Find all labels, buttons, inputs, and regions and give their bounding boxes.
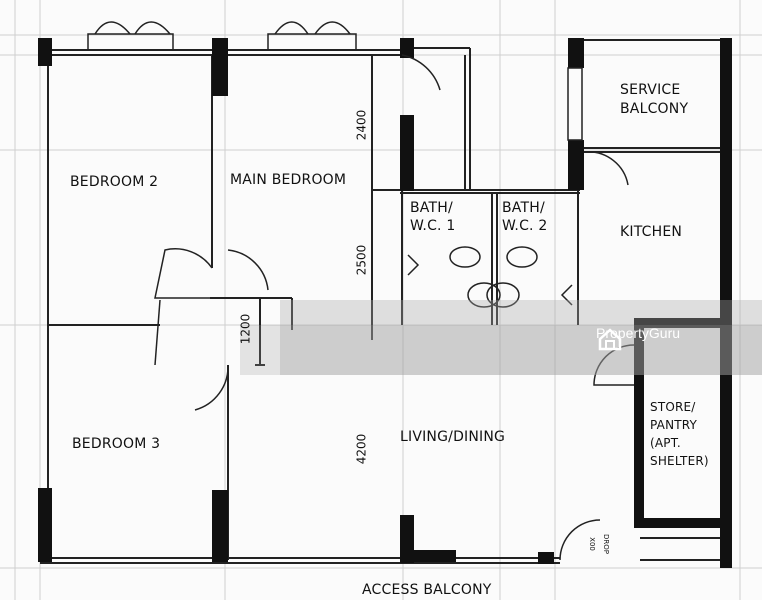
thick-walls [38,38,732,568]
bath-1-label-line2: W.C. 1 [410,218,456,234]
dimension-4200: 4200 [354,433,369,465]
door-swings [94,21,635,561]
door-label-line1: X00 [587,537,596,551]
bedroom-3-label: BEDROOM 3 [72,436,161,452]
store-label-line1: STORE/ [650,400,696,414]
watermark-band [280,300,762,375]
door-label-line2: DROP [602,534,610,554]
bedroom-2-label: BEDROOM 2 [70,174,159,190]
main-bedroom-label: MAIN BEDROOM [230,172,347,188]
kitchen-label: KITCHEN [620,224,683,240]
store-label-line4: SHELTER) [650,454,709,468]
windows [87,33,583,141]
bath-1-label-line1: BATH/ [410,200,453,216]
bath-2-label-line2: W.C. 2 [502,218,548,234]
watermark: PropertyGuru [596,325,680,351]
store-label-line3: (APT. [650,436,681,450]
dimension-1200: 1200 [238,313,253,345]
house-icon [598,328,622,351]
living-dining-label: LIVING/DINING [400,429,506,445]
store-label-line2: PANTRY [650,418,698,432]
fixtures [407,246,573,308]
service-balcony-label-line1: SERVICE [620,82,681,98]
bath-2-label-line1: BATH/ [502,200,545,216]
access-balcony-label: ACCESS BALCONY [362,582,492,598]
dimension-2400: 2400 [354,109,369,141]
dimension-2500: 2500 [354,244,369,276]
service-balcony-label-line2: BALCONY [620,101,689,117]
